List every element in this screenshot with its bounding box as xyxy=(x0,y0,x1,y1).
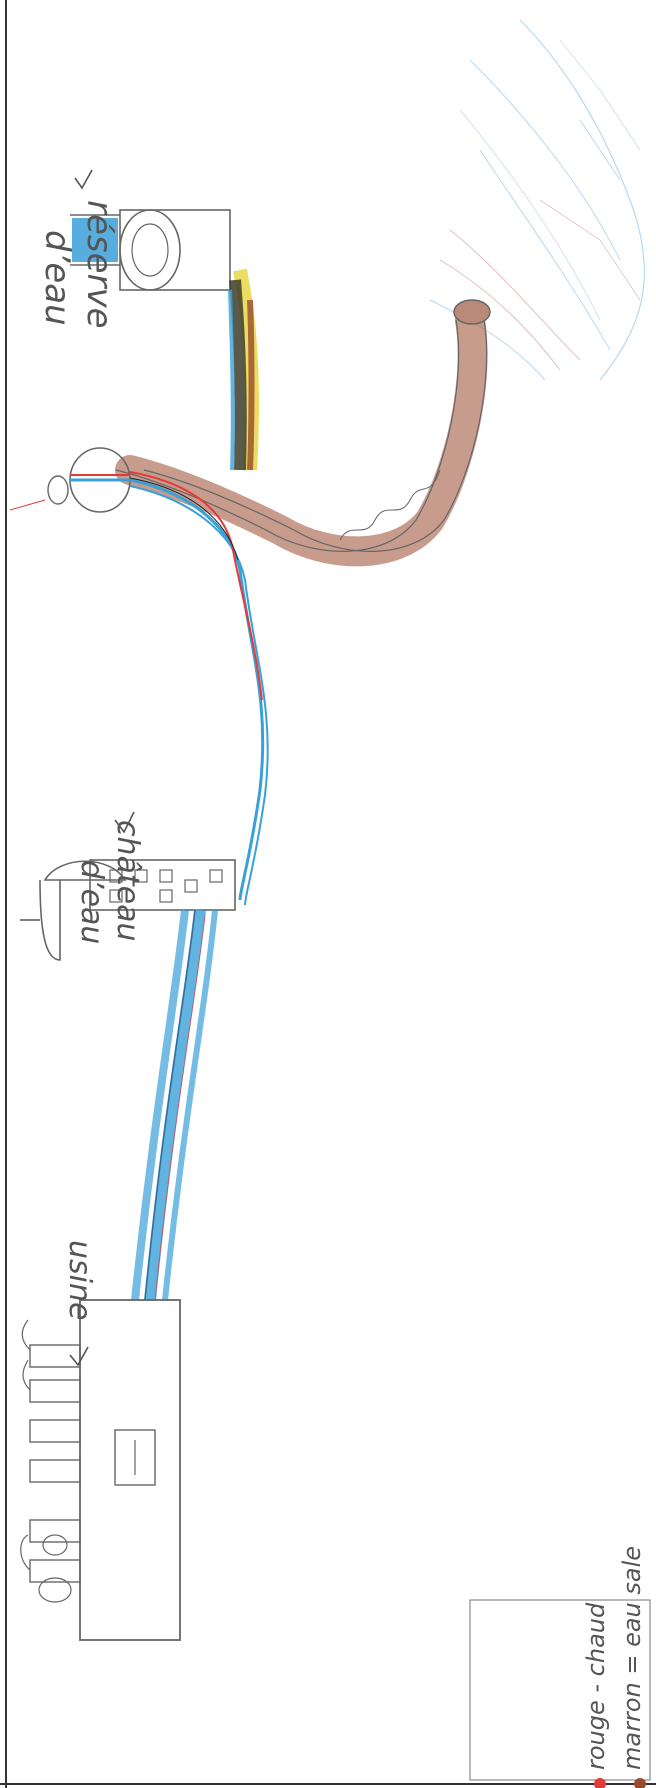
tower-to-factory-pipes xyxy=(135,910,215,1300)
label-chateau: château xyxy=(110,820,145,942)
legend: marron = eau sale rouge - chaud xyxy=(470,1546,650,1788)
distribution-node xyxy=(10,448,130,512)
supply-pipes xyxy=(130,472,268,905)
brown-intake-pipe xyxy=(130,320,473,551)
label-reserve-line2: d’eau xyxy=(37,230,77,326)
dam-water-flow xyxy=(230,270,252,470)
label-chateau-line2: d’eau xyxy=(74,860,109,944)
factory-icon xyxy=(21,1300,180,1640)
legend-item-1: rouge - chaud xyxy=(582,1602,610,1770)
pipe-inlet xyxy=(454,300,490,324)
check-marks xyxy=(70,170,134,1365)
label-reserve: réserve xyxy=(79,200,119,329)
label-usine: usine xyxy=(62,1240,97,1320)
legend-item-0: marron = eau sale xyxy=(618,1546,646,1770)
